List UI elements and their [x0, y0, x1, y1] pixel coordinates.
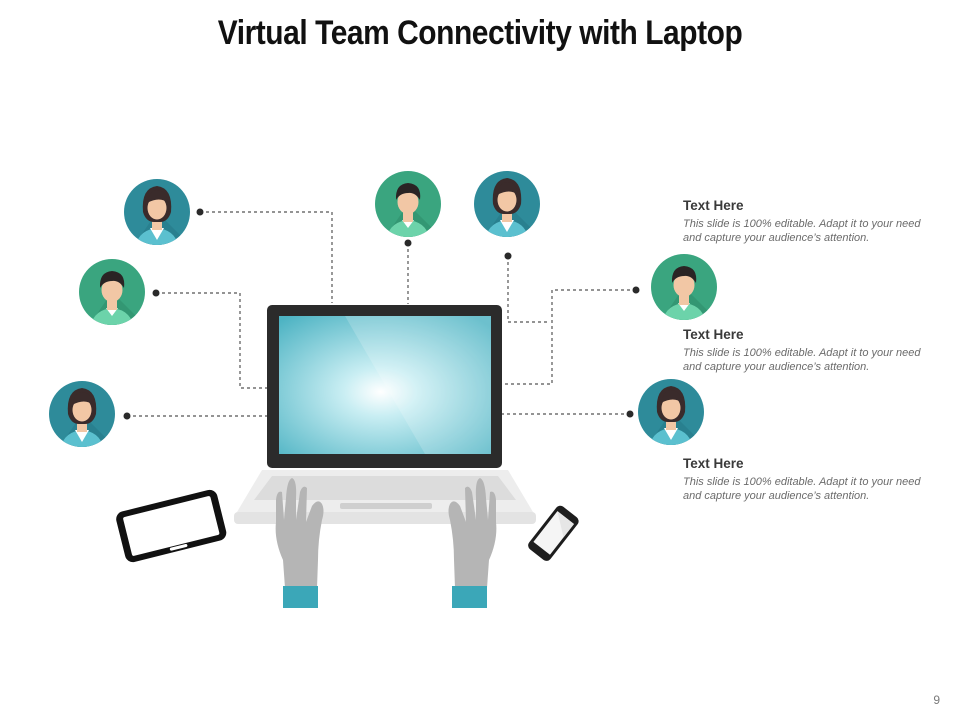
female-avatar-icon	[124, 179, 190, 245]
connector-line	[200, 211, 333, 303]
connector-lines	[127, 211, 636, 417]
female-avatar-icon	[474, 171, 540, 237]
text-block: Text Here This slide is 100% editable. A…	[683, 456, 933, 503]
laptop-icon	[234, 305, 536, 524]
text-block-body: This slide is 100% editable. Adapt it to…	[683, 347, 921, 373]
male-avatar-icon	[375, 171, 441, 237]
text-block-body: This slide is 100% editable. Adapt it to…	[683, 218, 921, 244]
text-block: Text Here This slide is 100% editable. A…	[683, 198, 933, 245]
text-block-body: This slide is 100% editable. Adapt it to…	[683, 476, 921, 502]
connector-line	[156, 292, 268, 389]
hand-icon	[275, 478, 324, 608]
male-avatar-icon	[651, 254, 717, 320]
hand-icon	[448, 478, 497, 608]
connector-line	[502, 289, 636, 385]
female-avatar-icon	[638, 379, 704, 445]
connector-dots	[123, 208, 640, 420]
male-avatar-icon	[79, 259, 145, 325]
page-number: 9	[933, 693, 940, 707]
text-block: Text Here This slide is 100% editable. A…	[683, 327, 933, 374]
smartphone-icon	[528, 505, 579, 561]
text-block-title: Text Here	[683, 198, 744, 213]
text-block-title: Text Here	[683, 456, 744, 471]
connector-line	[507, 256, 548, 323]
text-block-title: Text Here	[683, 327, 744, 342]
female-avatar-icon	[49, 381, 115, 447]
tablet-icon	[116, 489, 227, 563]
slide-title: Virtual Team Connectivity with Laptop	[217, 14, 743, 52]
